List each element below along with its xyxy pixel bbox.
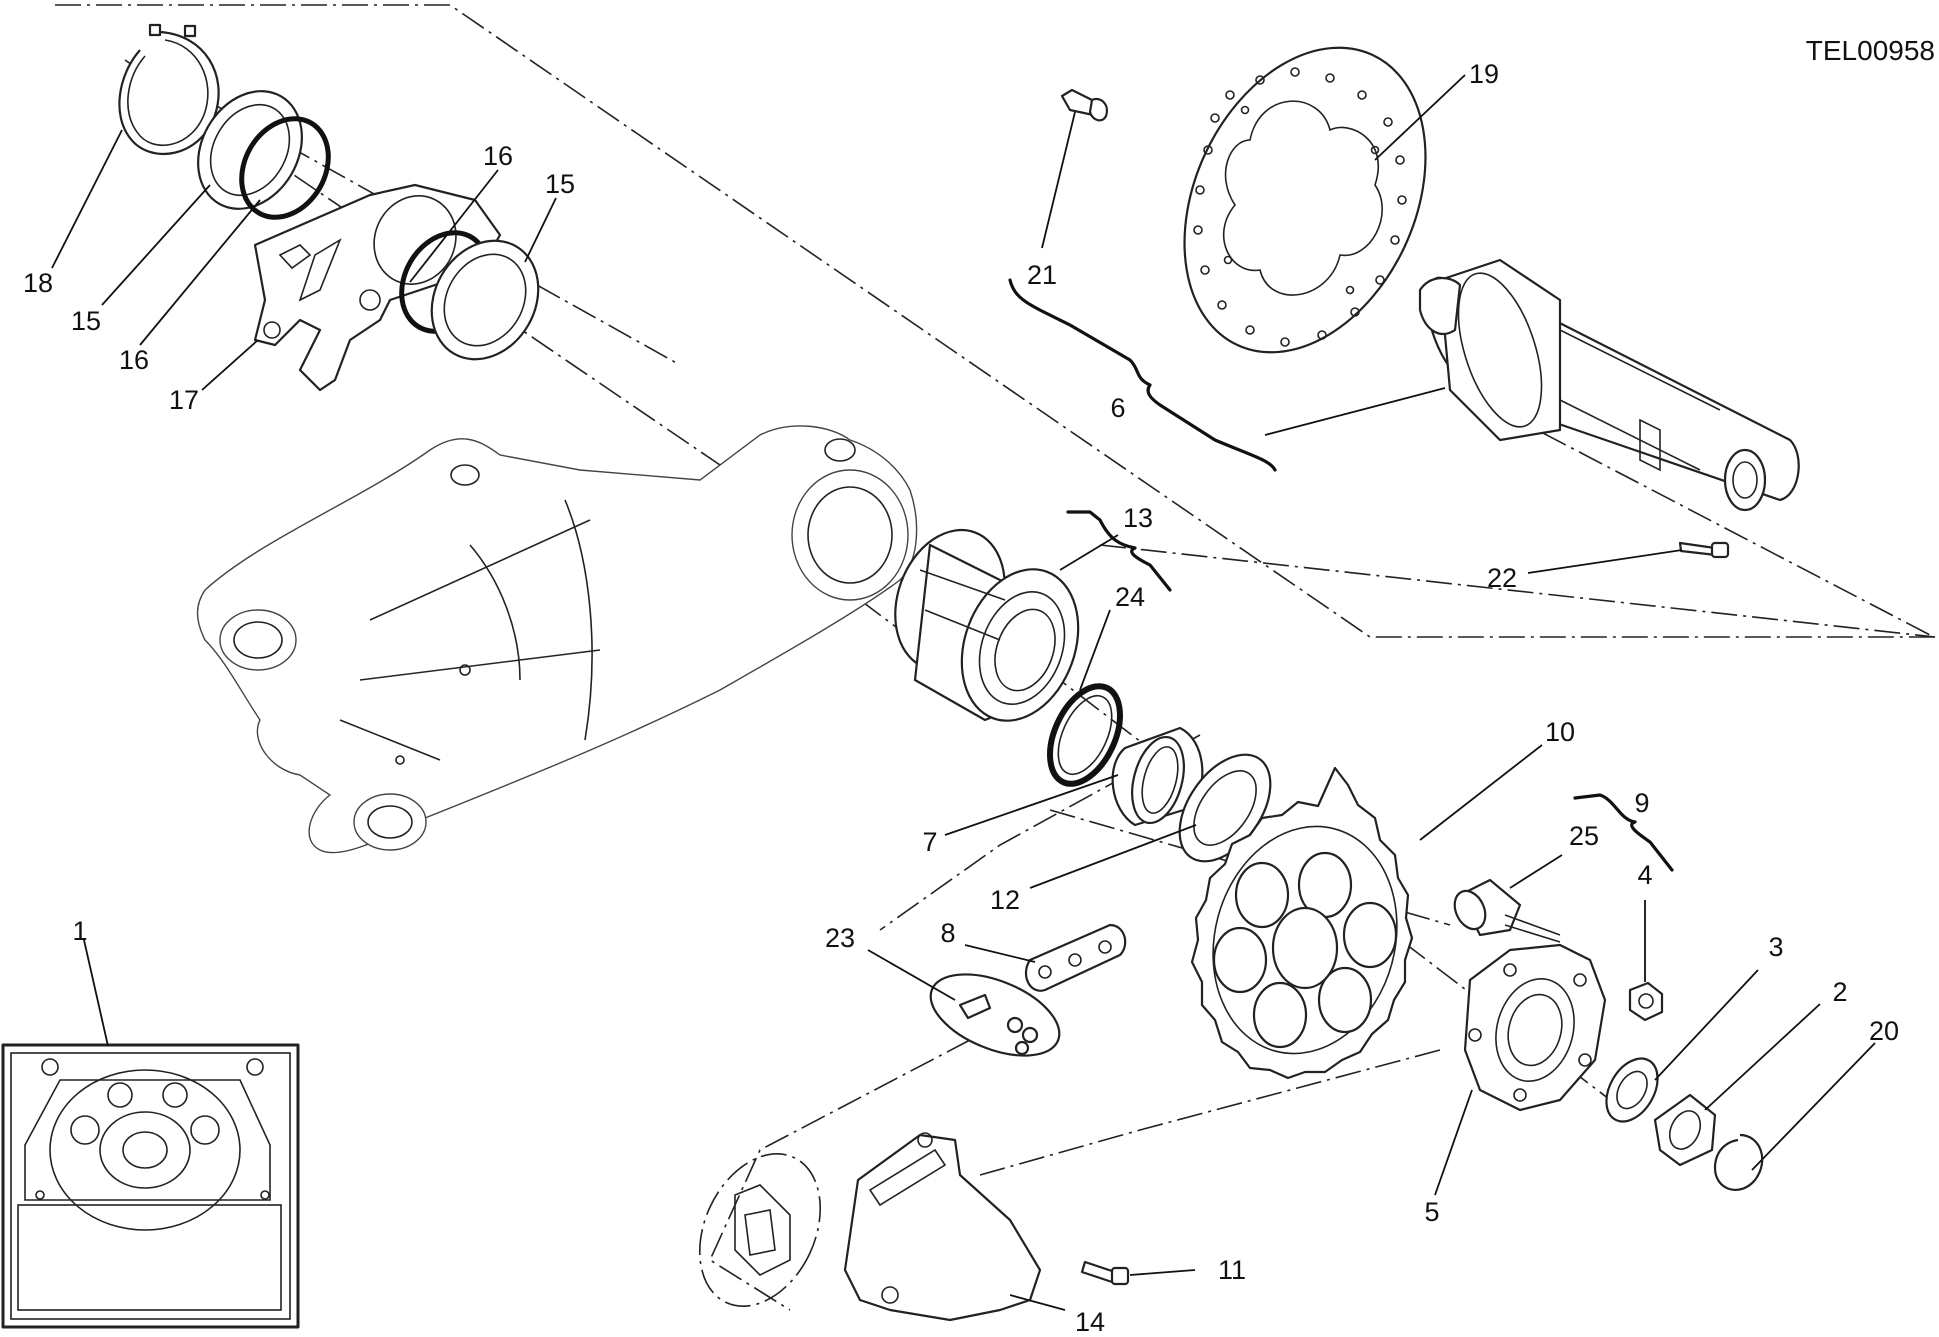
- callout-21: 21: [1027, 260, 1057, 290]
- cover-screw: [1080, 1260, 1130, 1286]
- hub-nut: [1653, 1093, 1717, 1167]
- axle-screw: [1678, 541, 1730, 559]
- callout-2: 2: [1832, 977, 1847, 1007]
- sprocket-cover: [843, 1132, 1042, 1322]
- hub-seal: [1047, 683, 1123, 787]
- leader-lines: [51, 74, 1876, 1311]
- callout-20: 20: [1869, 1016, 1899, 1046]
- spacer-sleeve: [1111, 726, 1204, 827]
- sprocket-lightening-holes: [1212, 851, 1398, 1049]
- callout-6: 6: [1110, 393, 1125, 423]
- drawing-code: TEL00958: [1806, 35, 1935, 66]
- callout-16-left: 16: [119, 345, 149, 375]
- callout-13: 13: [1123, 503, 1153, 533]
- callout-11: 11: [1218, 1255, 1246, 1285]
- callout-23: 23: [825, 923, 855, 953]
- carrier-washer: [1605, 1057, 1659, 1123]
- retaining-clip: [1713, 1133, 1764, 1191]
- sprocket-carrier: [1463, 943, 1607, 1112]
- eccentric-hub: [894, 528, 1080, 722]
- front-sprocket-reference: [698, 1153, 822, 1307]
- callout-3: 3: [1768, 932, 1783, 962]
- callout-24: 24: [1115, 582, 1145, 612]
- callout-12: 12: [990, 885, 1020, 915]
- braces: [1008, 278, 1674, 872]
- callout-15-right: 15: [545, 169, 575, 199]
- chain-link: [1024, 923, 1127, 992]
- callout-5: 5: [1424, 1197, 1439, 1227]
- wheel-axle: [1418, 258, 1800, 512]
- assembly-boundary: [55, 4, 1936, 638]
- callout-14: 14: [1075, 1307, 1105, 1337]
- callout-7: 7: [922, 827, 937, 857]
- callout-9: 9: [1634, 788, 1649, 818]
- brake-disc-holes: [1193, 67, 1407, 347]
- callout-25: 25: [1569, 821, 1599, 851]
- callout-10: 10: [1545, 717, 1575, 747]
- bearing-ring-lower: [430, 239, 540, 361]
- callout-4: 4: [1637, 860, 1652, 890]
- brake-disc: [1183, 46, 1427, 354]
- rear-sprocket: [1190, 766, 1414, 1080]
- callout-17: 17: [169, 385, 199, 415]
- circlip-part: [118, 23, 220, 155]
- callout-15-left: 15: [71, 306, 101, 336]
- callout-22: 22: [1487, 563, 1517, 593]
- callout-1: 1: [72, 916, 87, 946]
- callout-labels: 1 2 3 4 5 6 7 8 9 10 11 12 13 14 15 15 1…: [23, 59, 1899, 1337]
- swingarm: [196, 425, 918, 854]
- chain-joint-kit: [929, 973, 1061, 1057]
- sprocket-stud: [1453, 878, 1561, 943]
- seal-ring-upper: [239, 116, 331, 220]
- inset-sprocket-kit: [1, 1043, 300, 1329]
- callout-16-right: 16: [483, 141, 513, 171]
- callout-19: 19: [1469, 59, 1499, 89]
- disc-bolt: [1060, 88, 1108, 122]
- sprocket-nut: [1628, 981, 1664, 1022]
- callout-8: 8: [940, 918, 955, 948]
- callout-18: 18: [23, 268, 53, 298]
